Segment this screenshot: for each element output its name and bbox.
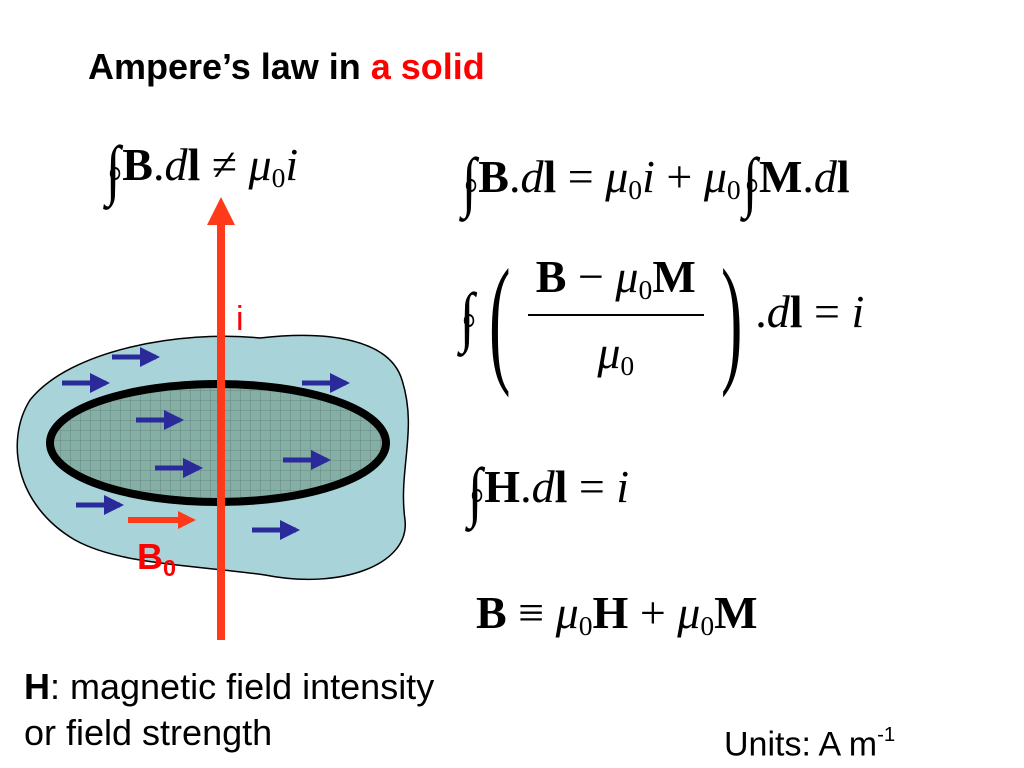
- current-arrowhead: [207, 197, 235, 225]
- field-b0-symbol: B: [137, 536, 163, 577]
- inner-arrows: [136, 410, 331, 478]
- units-text: Units: A m: [724, 725, 878, 764]
- title-prefix: Ampere’s law in: [88, 46, 371, 87]
- field-b0-subscript: 0: [163, 555, 177, 582]
- equation-inequality: ∫B.dl ≠ μ0i: [105, 134, 299, 207]
- units-exponent: -1: [877, 724, 896, 746]
- title-highlight: a solid: [370, 46, 485, 87]
- units-note: Units: A m-1: [724, 724, 895, 764]
- h-definition-line1: H: magnetic field intensity: [24, 664, 434, 710]
- field-b0-label: B0: [137, 536, 176, 582]
- h-definition: H: magnetic field intensity or field str…: [24, 664, 434, 756]
- slide-title: Ampere’s law in a solid: [88, 46, 485, 88]
- h-definition-text1: : magnetic field intensity: [50, 666, 435, 707]
- equation-b-definition: B ≡ μ0H + μ0M: [476, 587, 758, 641]
- field-b0-arrowhead: [178, 511, 196, 529]
- equation-ampere-with-magnetization: ∫B.dl = μ0i + μ0∫M.dl: [461, 146, 850, 219]
- equation-h-field: ∫H.dl = i: [467, 456, 630, 529]
- h-symbol: H: [24, 666, 50, 707]
- h-definition-line2: or field strength: [24, 712, 273, 753]
- current-label: i: [236, 300, 244, 338]
